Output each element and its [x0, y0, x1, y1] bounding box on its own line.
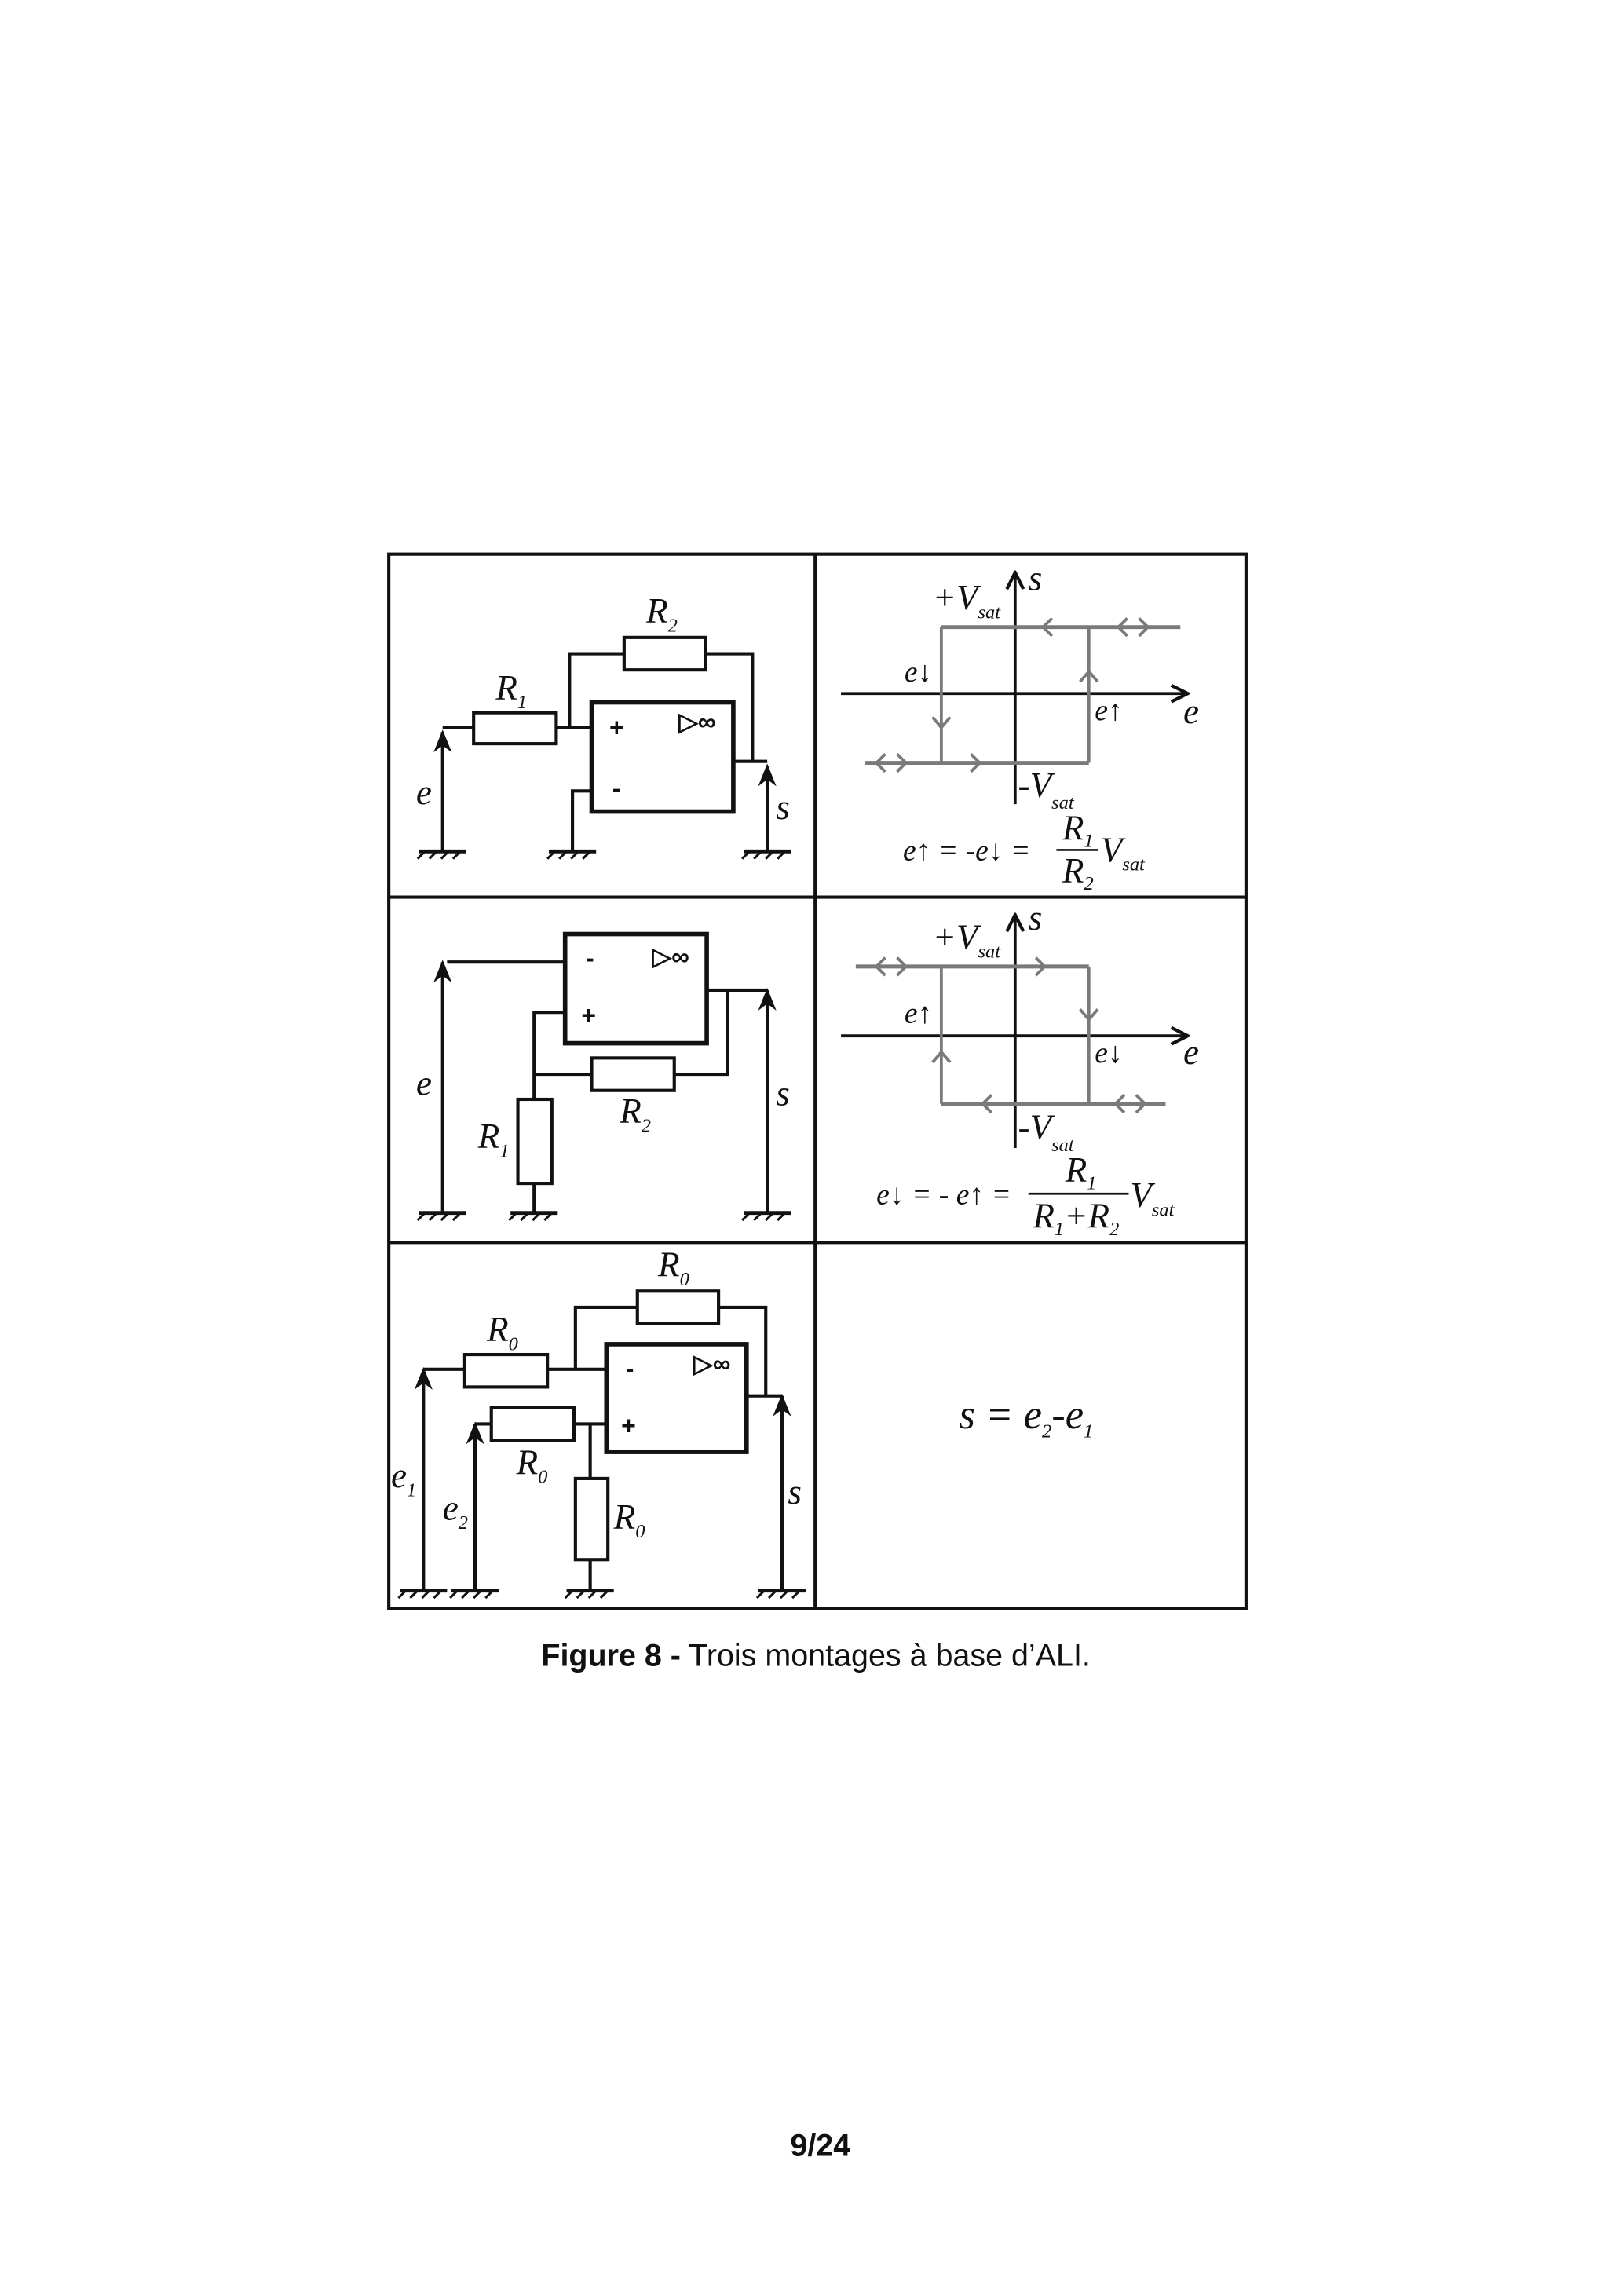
resistor-r0-noninverting: [489, 1406, 576, 1442]
threshold-up-label: e↑: [1095, 695, 1122, 727]
resistor-r2: [622, 635, 707, 672]
formula-lhs: e↓ = - e↑ =: [876, 1179, 1011, 1211]
formula-denominator: R2: [1062, 851, 1094, 894]
formula-numerator: R1: [1065, 1150, 1097, 1194]
table-border: [387, 552, 1248, 1610]
threshold-formula: e↑ = -e↓ = R1 R2 Vsat: [903, 808, 1146, 894]
wires: [447, 960, 768, 1213]
opamp-symbol: ▷∞: [693, 1350, 730, 1378]
ground-icon: [418, 851, 466, 858]
switching-edges: [939, 966, 1091, 1104]
vsat-pos-label: +Vsat: [933, 578, 1002, 623]
threshold-up-label: e↑: [905, 997, 932, 1029]
resistor-r0-feedback: [635, 1289, 721, 1325]
hysteresis-graph-2: s e +Vsat -Vsat e↑ e↓ e↓ = - e↑ = R1 R1+…: [841, 898, 1199, 1240]
resistor-r1: [472, 711, 558, 746]
r0-feedback-label: R0: [657, 1245, 689, 1289]
resistor-r2: [590, 1056, 676, 1092]
page-number: 9/24: [790, 2128, 850, 2163]
vsat-neg-label: -Vsat: [1018, 766, 1075, 813]
ground-icon: [418, 1213, 466, 1220]
input-label: e: [416, 773, 432, 812]
resistor-r0-inverting: [462, 1353, 550, 1389]
formula-factor: Vsat: [1101, 830, 1146, 875]
formula-numerator: R1: [1062, 808, 1094, 851]
input-label: e: [416, 1063, 432, 1102]
ground-icon: [742, 851, 791, 858]
threshold-down-label: e↓: [905, 656, 932, 689]
opamp: [562, 931, 709, 1046]
circuit-non-inverting-comparator: + - ▷∞ R2 R1 e s: [416, 591, 791, 859]
formula-denominator: R1+R2: [1032, 1196, 1119, 1239]
saturation-levels: [865, 625, 1181, 766]
threshold-down-label: e↓: [1095, 1037, 1122, 1069]
r2-label: R2: [619, 1091, 651, 1136]
circuit-inverting-comparator: - + ▷∞ R2 R1 e s: [416, 931, 791, 1221]
threshold-formula: e↓ = - e↑ = R1 R1+R2 Vsat: [876, 1150, 1175, 1240]
hysteresis-graph-1: s e +Vsat -Vsat e↓ e↑ e↑ = -e↓ = R1 R2 V…: [841, 559, 1199, 894]
r1-label: R1: [477, 1117, 510, 1161]
y-axis-label: s: [1029, 559, 1043, 598]
direction-arrows: [874, 956, 1147, 1114]
circuit-subtractor: - + ▷∞ R0 R0 R0 R0 e1 e2 s: [391, 1245, 806, 1598]
vsat-pos-label: +Vsat: [933, 917, 1002, 962]
formula-factor: Vsat: [1130, 1175, 1175, 1220]
figure-caption: Figure 8 - Trois montages à base d’ALI.: [541, 1639, 1091, 1673]
opamp: [604, 1342, 749, 1454]
switching-edges: [939, 627, 1091, 763]
ground-icon: [398, 1591, 447, 1598]
r0-ground-label: R0: [613, 1497, 645, 1542]
plus-input-label: +: [609, 714, 624, 742]
resistor-r1: [516, 1097, 554, 1186]
plus-input-label: +: [621, 1412, 636, 1440]
vsat-neg-label: -Vsat: [1018, 1108, 1075, 1156]
x-axis-label: e: [1183, 1033, 1199, 1072]
formula-lhs: e↑ = -e↓ =: [903, 835, 1030, 868]
minus-input-label: -: [626, 1354, 634, 1382]
ground-icon: [757, 1591, 806, 1598]
minus-input-label: -: [612, 774, 621, 803]
opamp-symbol: ▷∞: [678, 707, 715, 736]
subtractor-result-formula: s = e2-e1: [959, 1392, 1093, 1442]
input2-label: e2: [443, 1489, 468, 1534]
ground-icon: [509, 1213, 557, 1220]
ground-icon: [450, 1591, 499, 1598]
r2-label: R2: [645, 591, 678, 636]
output-label: s: [776, 788, 790, 827]
ground-icon: [547, 851, 596, 858]
saturation-levels: [855, 964, 1166, 1106]
ground-icon: [565, 1591, 614, 1598]
r1-label: R1: [495, 668, 527, 713]
wires: [442, 652, 768, 852]
ground-icon: [742, 1213, 791, 1220]
opamp-symbol: ▷∞: [652, 942, 689, 971]
minus-input-label: -: [586, 944, 594, 972]
r0-inverting-label: R0: [486, 1310, 518, 1355]
r0-noninverting-label: R0: [516, 1442, 548, 1487]
direction-arrows: [874, 617, 1150, 773]
opamp: [589, 700, 736, 814]
figure-table: [387, 552, 1248, 1610]
x-axis-label: e: [1183, 692, 1199, 731]
resistor-r0-ground: [573, 1476, 610, 1562]
output-label: s: [788, 1472, 802, 1512]
input1-label: e1: [391, 1456, 416, 1501]
y-axis-label: s: [1029, 898, 1043, 938]
output-label: s: [776, 1074, 790, 1113]
plus-input-label: +: [581, 1001, 596, 1029]
